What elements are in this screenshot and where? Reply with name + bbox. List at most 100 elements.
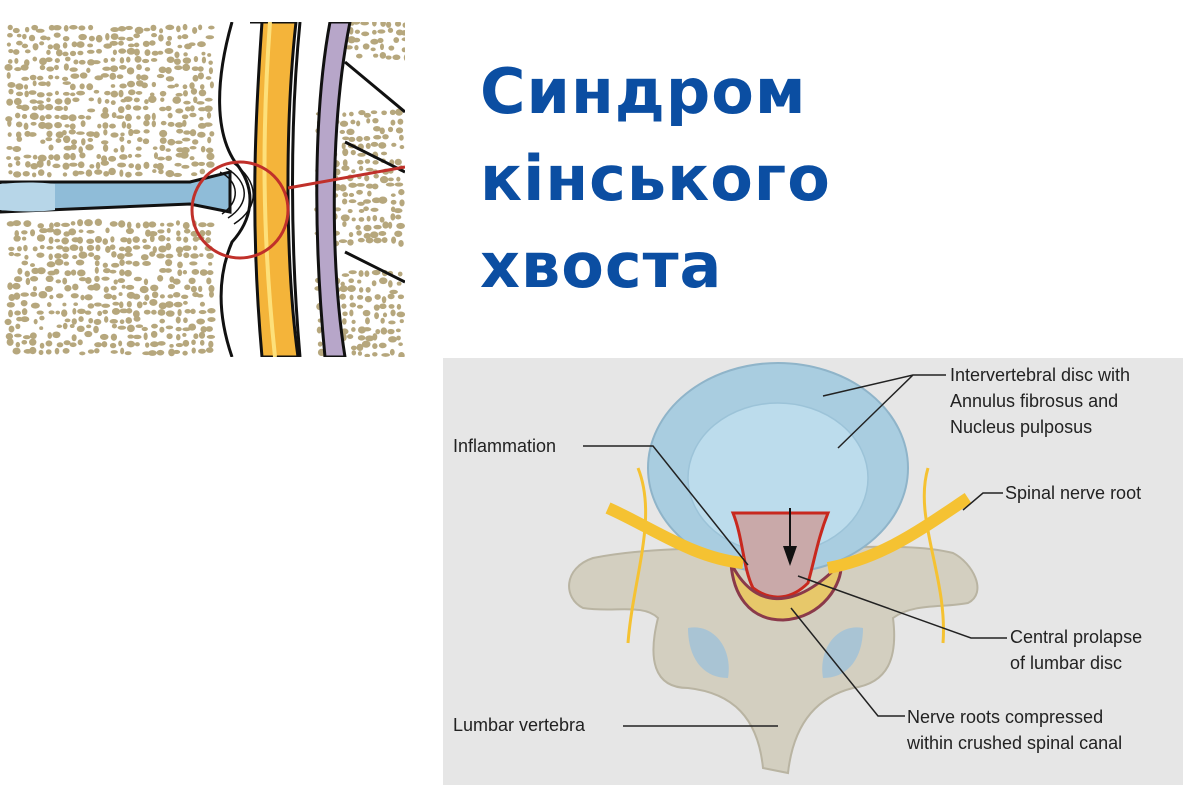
bone-texture-dot — [317, 341, 323, 347]
bone-texture-dot — [379, 51, 387, 59]
bone-texture-dot — [142, 138, 150, 145]
bone-texture-dot — [111, 251, 117, 258]
bone-texture-dot — [380, 327, 388, 335]
bone-texture-dot — [77, 236, 83, 244]
bone-texture-dot — [128, 128, 134, 137]
bone-texture-dot — [103, 293, 113, 300]
bone-texture-dot — [14, 333, 22, 338]
bone-texture-dot — [77, 308, 86, 314]
bone-texture-dot — [112, 49, 117, 56]
bone-texture-dot — [96, 154, 102, 159]
bone-texture-dot — [7, 59, 13, 64]
bone-texture-dot — [134, 153, 142, 158]
bone-texture-dot — [84, 294, 93, 301]
bone-texture-dot — [8, 170, 13, 175]
bone-texture-dot — [348, 270, 357, 275]
bone-texture-dot — [93, 325, 99, 334]
bone-texture-dot — [174, 65, 183, 71]
bone-texture-dot — [183, 228, 191, 234]
bone-texture-dot — [63, 135, 71, 144]
bone-texture-dot — [125, 171, 132, 178]
bone-texture-dot — [399, 199, 405, 207]
bone-texture-dot — [356, 230, 362, 236]
bone-texture-dot — [152, 169, 157, 174]
bone-texture-dot — [157, 50, 164, 55]
bone-texture-dot — [110, 33, 119, 40]
bone-texture-dot — [183, 130, 191, 135]
bone-texture-dot — [165, 325, 174, 330]
bone-texture-dot — [20, 64, 29, 71]
bone-texture-dot — [119, 57, 125, 64]
bone-texture-dot — [126, 47, 136, 55]
bone-texture-dot — [73, 59, 79, 65]
bone-texture-dot — [198, 309, 207, 315]
bone-texture-dot — [165, 310, 175, 317]
bone-texture-dot — [64, 285, 72, 292]
bone-texture-dot — [62, 302, 67, 307]
bone-texture-dot — [182, 327, 191, 332]
bone-texture-dot — [182, 90, 188, 97]
title-line-2: кінського — [480, 142, 831, 215]
bone-texture-dot — [8, 325, 15, 333]
bone-texture-dot — [356, 120, 361, 127]
bone-texture-dot — [52, 163, 61, 169]
bone-texture-dot — [135, 222, 141, 229]
bone-texture-dot — [397, 294, 405, 300]
bone-texture-dot — [156, 253, 165, 259]
bone-texture-dot — [374, 312, 380, 320]
bone-texture-dot — [370, 110, 378, 115]
bone-texture-dot — [128, 163, 135, 169]
bone-texture-dot — [173, 349, 181, 354]
bone-texture-dot — [199, 116, 204, 121]
bone-texture-dot — [16, 33, 22, 38]
bone-texture-dot — [126, 80, 136, 88]
bone-texture-dot — [351, 350, 357, 356]
bone-texture-dot — [142, 238, 147, 243]
bone-texture-dot — [31, 267, 40, 275]
bone-texture-dot — [125, 227, 135, 235]
bone-texture-dot — [109, 244, 116, 250]
bone-texture-dot — [347, 239, 354, 246]
bone-texture-dot — [111, 294, 117, 301]
label-line: Intervertebral disc with — [950, 365, 1131, 385]
bone-texture-dot — [44, 103, 54, 111]
bone-texture-dot — [77, 219, 84, 227]
bone-texture-dot — [394, 22, 402, 27]
bone-texture-dot — [88, 317, 94, 324]
bone-texture-dot — [358, 287, 364, 293]
bone-texture-dot — [119, 308, 129, 314]
bone-texture-dot — [21, 114, 28, 119]
bone-texture-dot — [348, 192, 355, 198]
bone-texture-dot — [184, 309, 191, 314]
bone-texture-dot — [79, 245, 84, 252]
bone-texture-dot — [398, 189, 405, 196]
bone-texture-dot — [13, 156, 21, 161]
bone-texture-dot — [182, 245, 192, 252]
bone-texture-dot — [172, 278, 181, 285]
bone-texture-dot — [54, 64, 59, 71]
bone-texture-dot — [380, 22, 386, 27]
bone-texture-dot — [365, 142, 371, 150]
bone-texture-dot — [374, 294, 381, 300]
bone-texture-dot — [36, 310, 44, 315]
bone-texture-dot — [55, 138, 62, 144]
bone-texture-dot — [362, 199, 372, 204]
bone-texture-dot — [118, 340, 123, 347]
bone-texture-dot — [132, 129, 141, 135]
bone-texture-dot — [136, 301, 143, 309]
bone-texture-dot — [209, 131, 215, 137]
bone-texture-dot — [45, 340, 53, 347]
bone-texture-dot — [208, 261, 213, 266]
bone-texture-dot — [182, 84, 188, 90]
bone-texture-dot — [110, 350, 118, 354]
bone-texture-dot — [196, 293, 204, 298]
bone-texture-dot — [62, 322, 68, 330]
bone-texture-dot — [356, 294, 364, 300]
bone-texture-dot — [366, 118, 371, 124]
bone-texture-dot — [356, 53, 363, 59]
bone-texture-dot — [159, 106, 167, 112]
bone-texture-dot — [158, 66, 167, 74]
bone-texture-dot — [61, 76, 69, 81]
bone-texture-dot — [380, 317, 385, 324]
bone-texture-dot — [110, 236, 115, 243]
